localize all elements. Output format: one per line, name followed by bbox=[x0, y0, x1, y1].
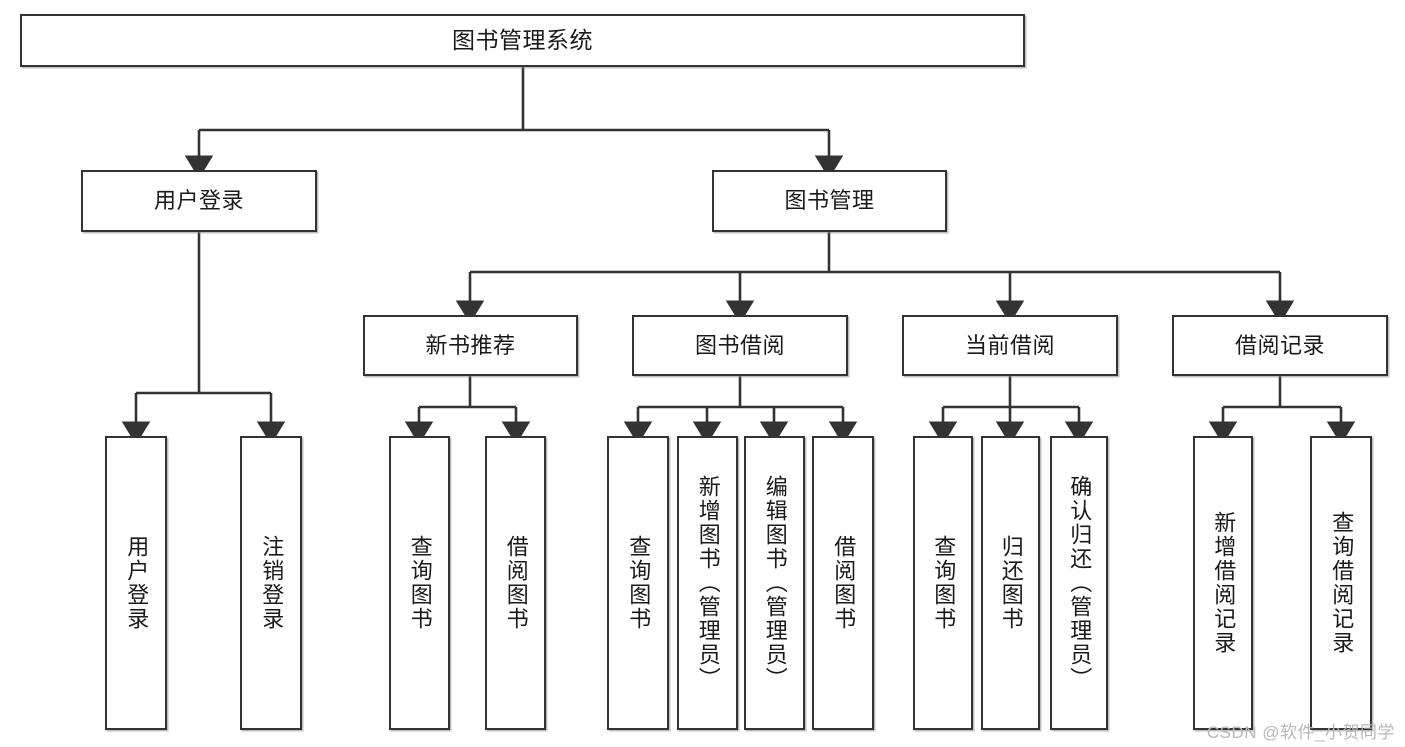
node-leaf-query-book-current[interactable]: 查询图书 bbox=[913, 436, 973, 730]
node-current-borrow[interactable]: 当前借阅 bbox=[902, 315, 1118, 376]
node-label: 查询借阅记录 bbox=[1329, 511, 1355, 655]
node-label: 图书管理 bbox=[784, 188, 875, 214]
node-label: 借阅记录 bbox=[1234, 332, 1325, 358]
node-leaf-add-book-admin[interactable]: 新增图书（管理员） bbox=[677, 436, 738, 730]
node-new-book-recommend[interactable]: 新书推荐 bbox=[363, 315, 578, 376]
node-label: 用户登录 bbox=[124, 535, 150, 631]
node-leaf-borrow-book-recommend[interactable]: 借阅图书 bbox=[485, 436, 546, 730]
node-label: 注销登录 bbox=[259, 535, 285, 631]
node-leaf-query-borrow-record[interactable]: 查询借阅记录 bbox=[1310, 436, 1372, 730]
node-label: 图书管理系统 bbox=[452, 26, 593, 53]
node-leaf-edit-book-admin[interactable]: 编辑图书（管理员） bbox=[744, 436, 805, 730]
node-book-borrow[interactable]: 图书借阅 bbox=[632, 315, 848, 376]
node-label: 编辑图书（管理员） bbox=[762, 475, 788, 691]
node-label: 当前借阅 bbox=[964, 332, 1055, 358]
node-leaf-query-book-recommend[interactable]: 查询图书 bbox=[389, 436, 450, 730]
node-label: 借阅图书 bbox=[503, 535, 529, 631]
node-label: 归还图书 bbox=[998, 535, 1024, 631]
node-leaf-return-book[interactable]: 归还图书 bbox=[981, 436, 1040, 730]
node-label: 图书借阅 bbox=[694, 332, 785, 358]
node-label: 查询图书 bbox=[626, 535, 652, 631]
node-label: 查询图书 bbox=[931, 535, 957, 631]
node-book-management[interactable]: 图书管理 bbox=[712, 170, 947, 232]
node-label: 查询图书 bbox=[407, 535, 433, 631]
node-leaf-query-book-borrow[interactable]: 查询图书 bbox=[607, 436, 669, 730]
node-label: 用户登录 bbox=[153, 188, 244, 214]
node-leaf-logout[interactable]: 注销登录 bbox=[240, 436, 302, 730]
node-label: 新书推荐 bbox=[425, 332, 516, 358]
node-leaf-add-borrow-record[interactable]: 新增借阅记录 bbox=[1193, 436, 1253, 730]
node-label: 确认归还（管理员） bbox=[1067, 475, 1093, 691]
node-label: 新增借阅记录 bbox=[1211, 511, 1237, 655]
node-root-system[interactable]: 图书管理系统 bbox=[20, 14, 1025, 67]
node-leaf-user-login[interactable]: 用户登录 bbox=[105, 436, 167, 730]
watermark-text: CSDN @软件_小贺同学 bbox=[1206, 723, 1395, 742]
node-user-login[interactable]: 用户登录 bbox=[81, 170, 317, 232]
node-leaf-borrow-book[interactable]: 借阅图书 bbox=[812, 436, 874, 730]
node-leaf-confirm-return-admin[interactable]: 确认归还（管理员） bbox=[1050, 436, 1108, 730]
node-borrow-record[interactable]: 借阅记录 bbox=[1172, 315, 1388, 376]
node-label: 新增图书（管理员） bbox=[695, 475, 721, 691]
node-label: 借阅图书 bbox=[831, 535, 857, 631]
